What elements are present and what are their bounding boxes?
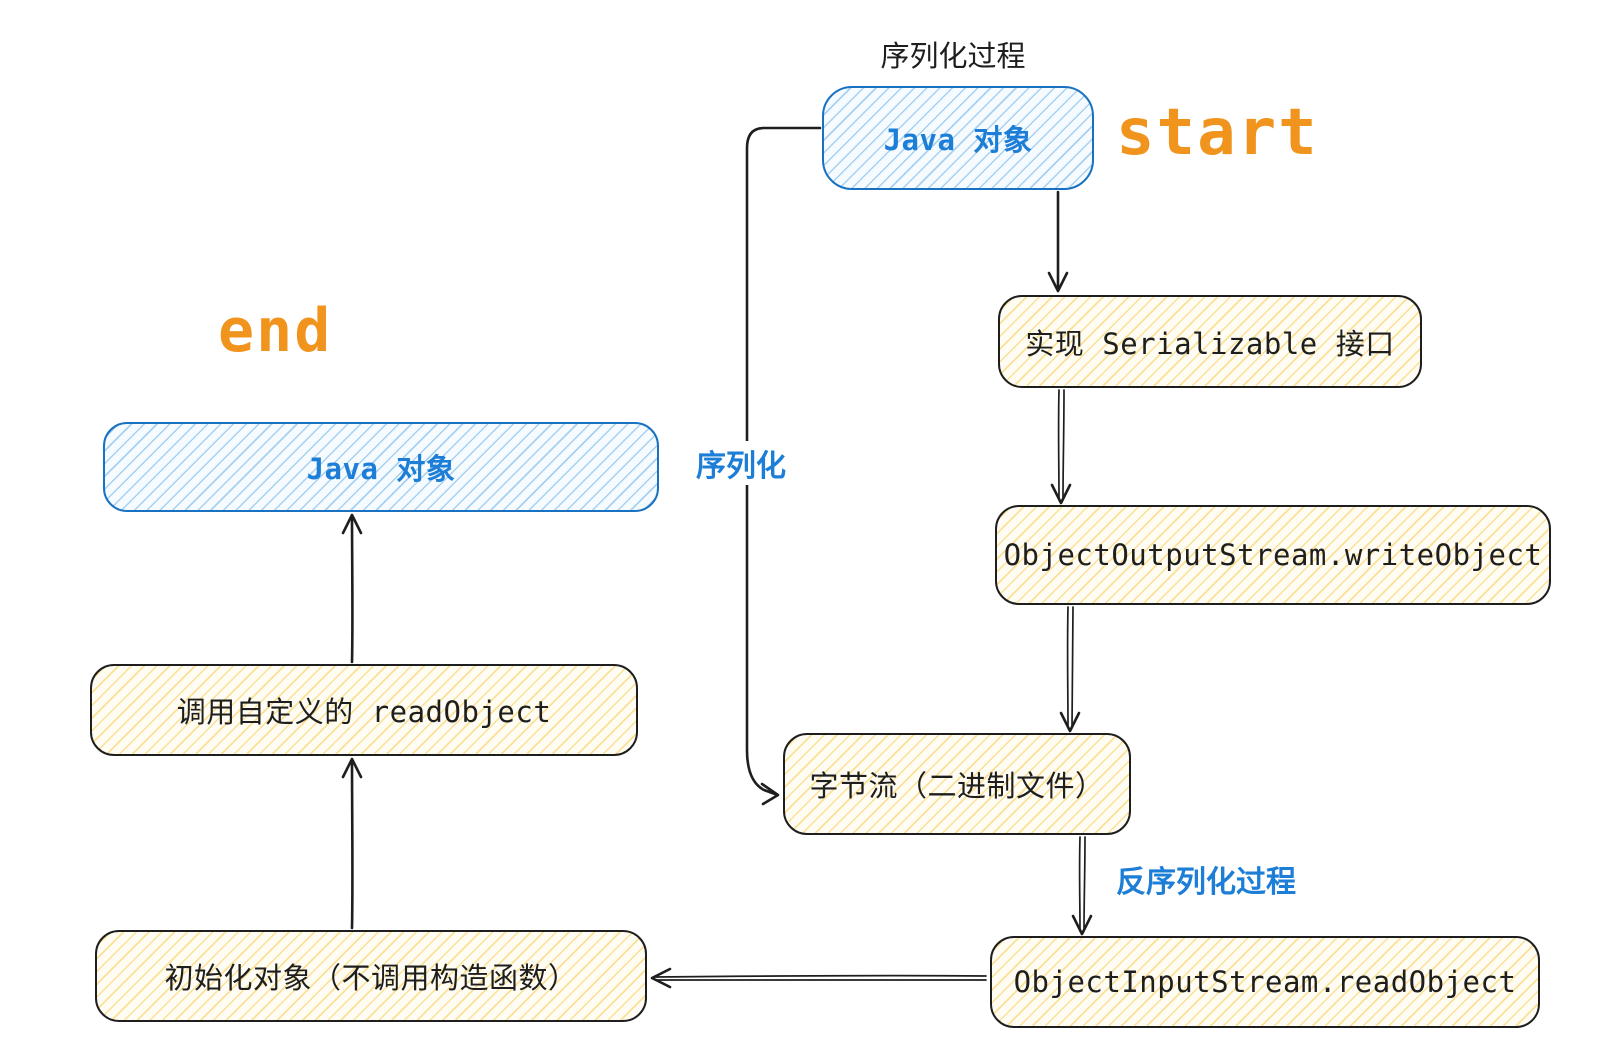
connector-initobject-customread (341, 757, 363, 930)
connector-serializable-writeobject (1050, 389, 1072, 505)
node-init-object: 初始化对象（不调用构造函数） (95, 930, 647, 1022)
edge-label-serialize: 序列化 (692, 441, 790, 485)
connector-bytestream-readobject (1071, 836, 1093, 936)
edge-label-deserialize: 反序列化过程 (1112, 857, 1300, 901)
connector-javatop-serializable (1047, 190, 1069, 293)
end-label: end (218, 296, 333, 366)
node-objectinputstream-readobject: ObjectInputStream.readObject (990, 936, 1540, 1028)
connector-writeobject-bytestream (1059, 606, 1081, 733)
node-implement-serializable: 实现 Serializable 接口 (998, 295, 1422, 388)
node-java-object-end: Java 对象 (103, 422, 659, 512)
node-byte-stream: 字节流（二进制文件） (783, 733, 1131, 835)
connector-readobject-initobject (650, 967, 987, 989)
diagram-title: 序列化过程 (880, 39, 1026, 73)
node-java-object-start: Java 对象 (822, 86, 1094, 190)
connector-customread-javaend (341, 513, 363, 664)
node-objectoutputstream-writeobject: ObjectOutputStream.writeObject (995, 505, 1551, 605)
start-label: start (1116, 96, 1319, 170)
node-custom-readobject: 调用自定义的 readObject (90, 664, 638, 756)
